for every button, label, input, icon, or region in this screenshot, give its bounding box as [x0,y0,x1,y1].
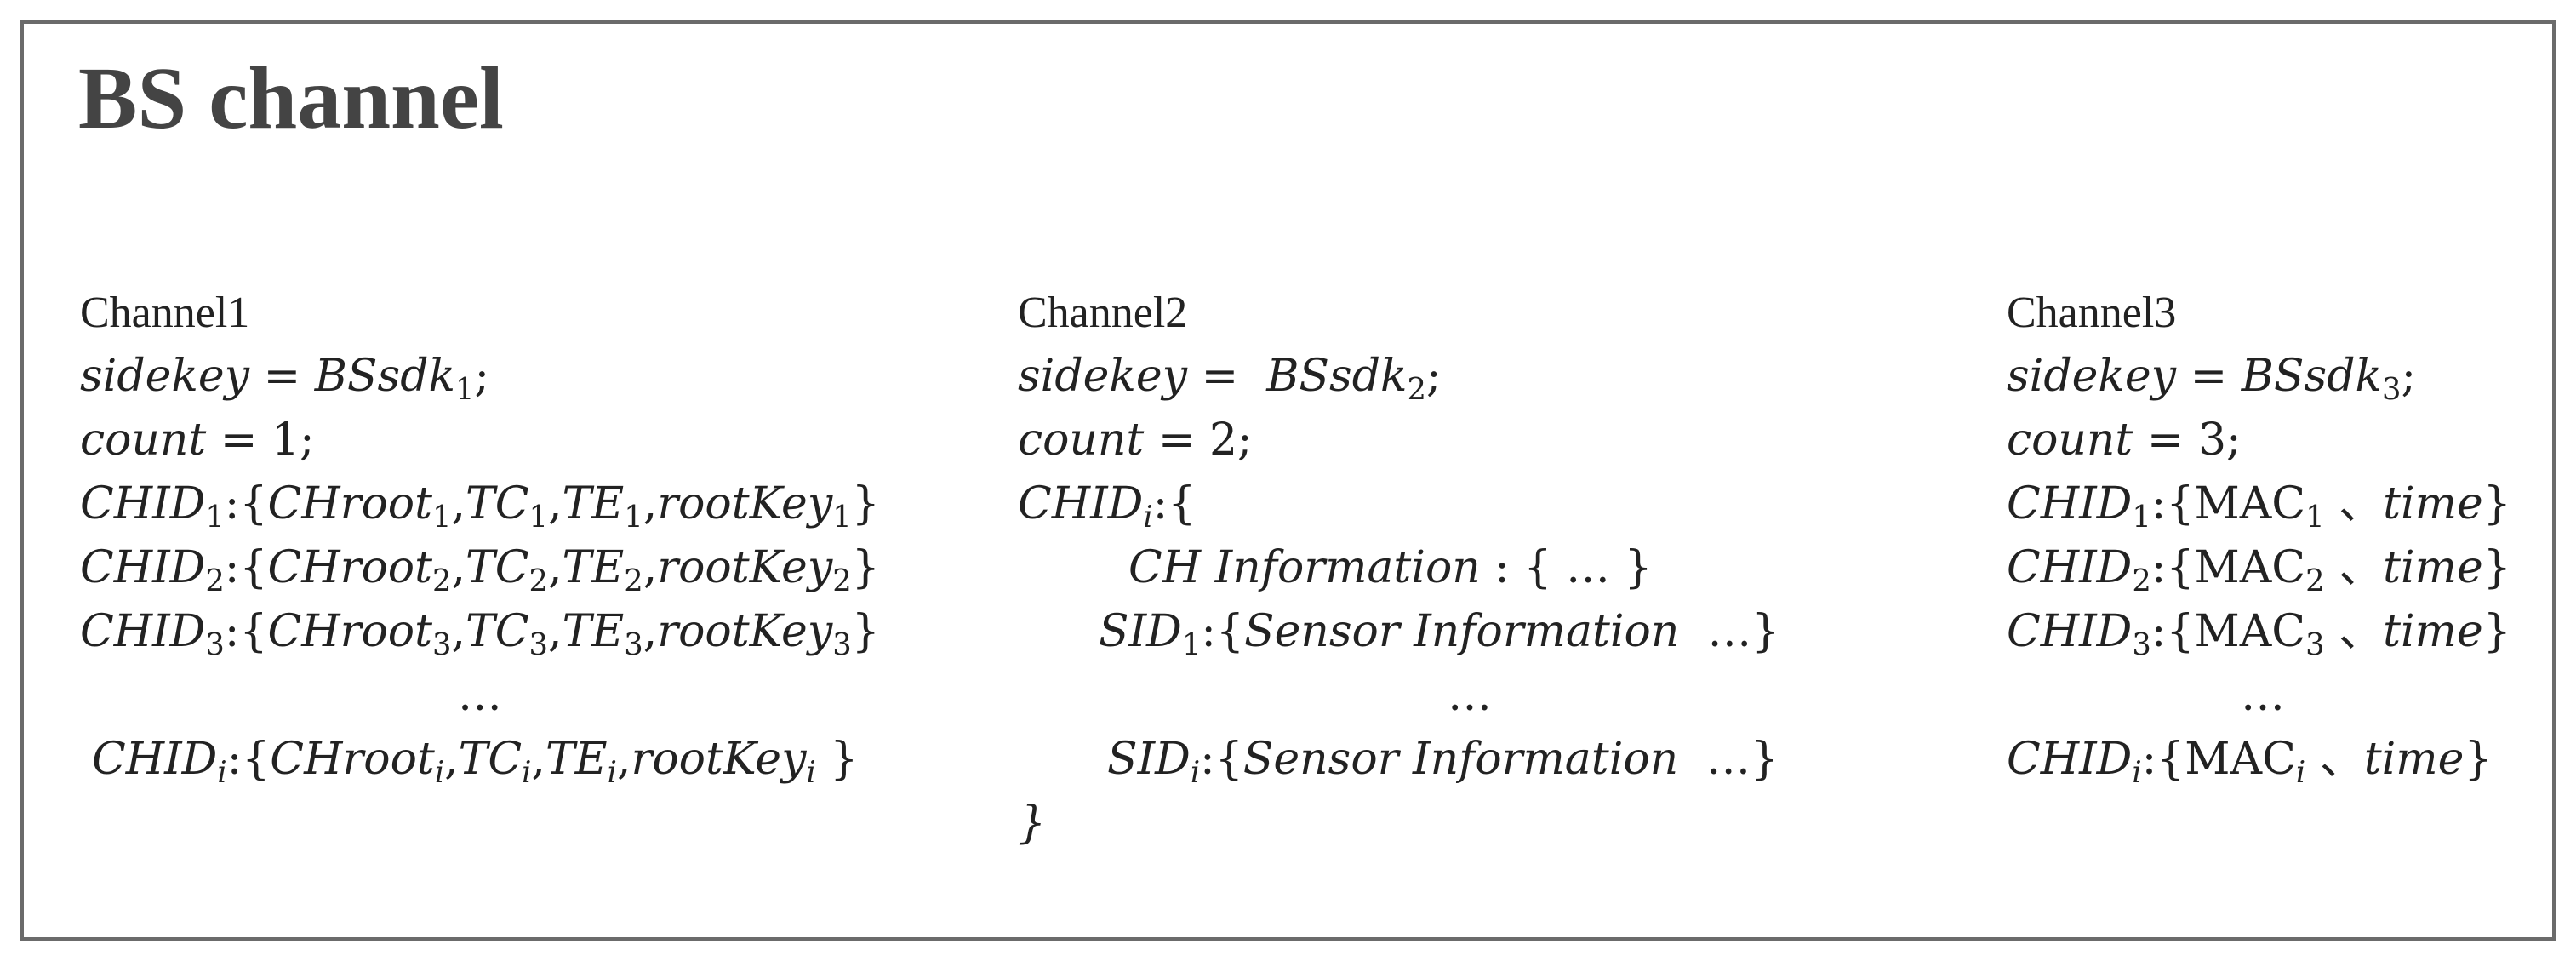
channel-1-count: count = 1; [80,415,315,466]
channel-3-heading: Channel3 [2007,289,2177,337]
channel-3-chid-row-i: CHIDi:{MACi 、time} [2007,734,2493,790]
channel-1-column: Channel1 sidekey = BSsdk1; count = 1; CH… [80,281,880,792]
channel-3-chid-row-2: CHID2:{MAC2 、time} [2007,542,2511,598]
channel-2-ellipsis: … [1448,670,1492,721]
channel-2-chid-open: CHIDi:{ [1018,478,1197,535]
diagram-frame [20,20,2556,941]
channel-3-count: count = 3; [2007,415,2242,466]
channel-2-ch-information: CH Information : { … } [1128,542,1653,593]
channel-1-heading: Channel1 [80,289,250,337]
channel-2-sid-row-1: SID1:{Sensor Information …} [1099,606,1780,662]
channel-2-column: Channel2 sidekey = BSsdk2; count = 2; CH… [1018,281,1779,855]
channel-1-sidekey: sidekey = BSsdk1; [80,351,490,407]
channel-2-sidekey: sidekey = BSsdk2; [1018,351,1442,407]
channel-3-sidekey: sidekey = BSsdk3; [2007,351,2417,407]
channel-1-chid-row-2: CHID2:{CHroot2,TC2,TE2,rootKey2} [80,542,880,598]
channel-2-close-brace: } [1018,798,1047,849]
channel-1-chid-row-3: CHID3:{CHroot3,TC3,TE3,rootKey3} [80,606,880,662]
channel-1-chid-row-i: CHIDi:{CHrooti,TCi,TEi,rootKeyi } [92,734,859,790]
channel-1-chid-row-1: CHID1:{CHroot1,TC1,TE1,rootKey1} [80,478,880,535]
channel-2-heading: Channel2 [1018,289,1188,337]
channel-2-sid-row-i: SIDi:{Sensor Information …} [1107,734,1779,790]
channel-2-count: count = 2; [1018,415,1253,466]
channel-3-chid-row-1: CHID1:{MAC1 、time} [2007,478,2511,535]
diagram-title: BS channel [78,49,504,147]
channel-3-ellipsis: … [2241,670,2285,721]
channel-3-column: Channel3 sidekey = BSsdk3; count = 3; CH… [2007,281,2511,792]
channel-1-ellipsis: … [457,670,502,721]
channel-3-chid-row-3: CHID3:{MAC3 、time} [2007,606,2511,662]
